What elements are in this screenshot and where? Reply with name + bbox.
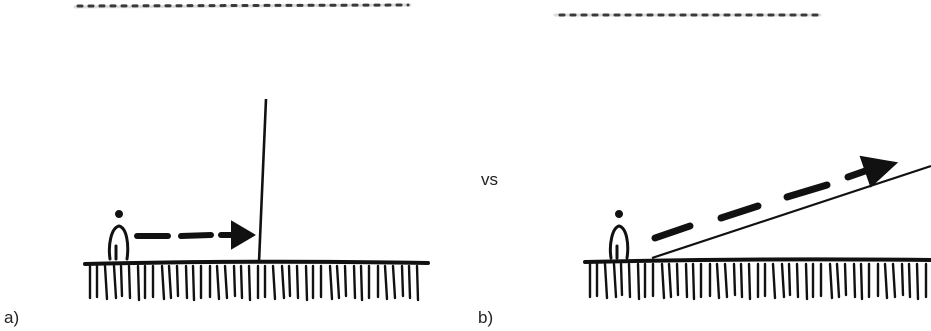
hatch-stroke [407, 264, 412, 300]
hatch-stroke [828, 262, 834, 300]
hatch-stroke [667, 262, 673, 299]
hatch-stroke [612, 262, 618, 299]
hatch-stroke [747, 262, 752, 301]
hatch-stroke [295, 264, 300, 300]
hatch-stroke [287, 264, 292, 298]
hatch-stroke [684, 262, 689, 299]
ground-hatching-b [588, 262, 928, 301]
faint-top-marks [73, 3, 822, 17]
panel-a-label: a) [4, 308, 20, 327]
hatch-stroke [771, 262, 777, 300]
hatch-stroke [660, 262, 666, 300]
hatch-stroke [383, 264, 389, 301]
hatch-stroke [804, 262, 809, 301]
hatch-stroke [852, 262, 857, 299]
hatch-stroke [619, 262, 624, 297]
hatch-stroke [352, 264, 357, 300]
hatch-stroke [627, 262, 632, 299]
ground-line-a [83, 259, 430, 266]
hatch-stroke [835, 262, 841, 299]
hatch-stroke [400, 264, 405, 298]
hatch-stroke [343, 264, 348, 298]
hatch-stroke [907, 262, 912, 299]
hatch-stroke [127, 264, 132, 300]
hatch-stroke [691, 262, 696, 301]
panel-a [83, 98, 430, 302]
hatch-stroke [304, 264, 309, 302]
vertical-wall [257, 98, 268, 263]
person-icon-a [107, 210, 130, 261]
hatch-stroke [780, 262, 786, 299]
panel-b [583, 155, 931, 301]
hatch-stroke [675, 262, 680, 297]
hatch-stroke [843, 262, 848, 297]
hatch-stroke [859, 262, 864, 301]
dashed-arrow-a [134, 220, 256, 250]
hatch-stroke [359, 264, 364, 302]
faint-top-marks-dark [76, 3, 820, 17]
hatch-stroke [103, 264, 109, 301]
hatch-stroke [191, 264, 196, 302]
hatch-stroke [915, 262, 920, 301]
hatch-stroke [175, 264, 180, 298]
hatch-stroke [636, 262, 641, 301]
hatch-stroke [184, 264, 189, 300]
hatch-stroke [167, 264, 173, 300]
hatch-stroke [900, 262, 905, 297]
hatch-stroke [603, 262, 609, 300]
hatch-stroke [232, 264, 237, 298]
hatch-stroke [391, 264, 397, 300]
hatch-stroke [112, 264, 118, 300]
person-icon-b [608, 210, 630, 260]
hatch-stroke [119, 264, 124, 298]
hatch-stroke [415, 264, 420, 302]
ground-line-b [583, 257, 931, 264]
hatch-stroke [223, 264, 229, 300]
hatch-stroke [239, 264, 244, 300]
hatch-stroke [732, 262, 737, 297]
panel-b-label: b) [478, 308, 494, 327]
hatch-stroke [328, 264, 334, 301]
dashed-arrow-b [651, 155, 899, 242]
hatch-stroke [795, 262, 800, 299]
hatch-stroke [891, 262, 897, 299]
hatch-stroke [883, 262, 889, 300]
hatch-stroke [136, 264, 141, 302]
hatch-stroke [335, 264, 341, 300]
hatch-stroke [215, 264, 221, 301]
hatch-stroke [787, 262, 792, 297]
hatch-stroke [715, 262, 721, 300]
hatch-stroke [739, 262, 744, 299]
hatch-stroke [271, 264, 277, 301]
hatch-stroke [160, 264, 166, 301]
versus-label: vs [481, 170, 498, 189]
hatch-stroke [723, 262, 729, 299]
ground-hatching-a [88, 264, 420, 302]
hatch-stroke [247, 264, 252, 302]
inclined-wall [651, 164, 931, 260]
hatch-stroke [280, 264, 286, 300]
